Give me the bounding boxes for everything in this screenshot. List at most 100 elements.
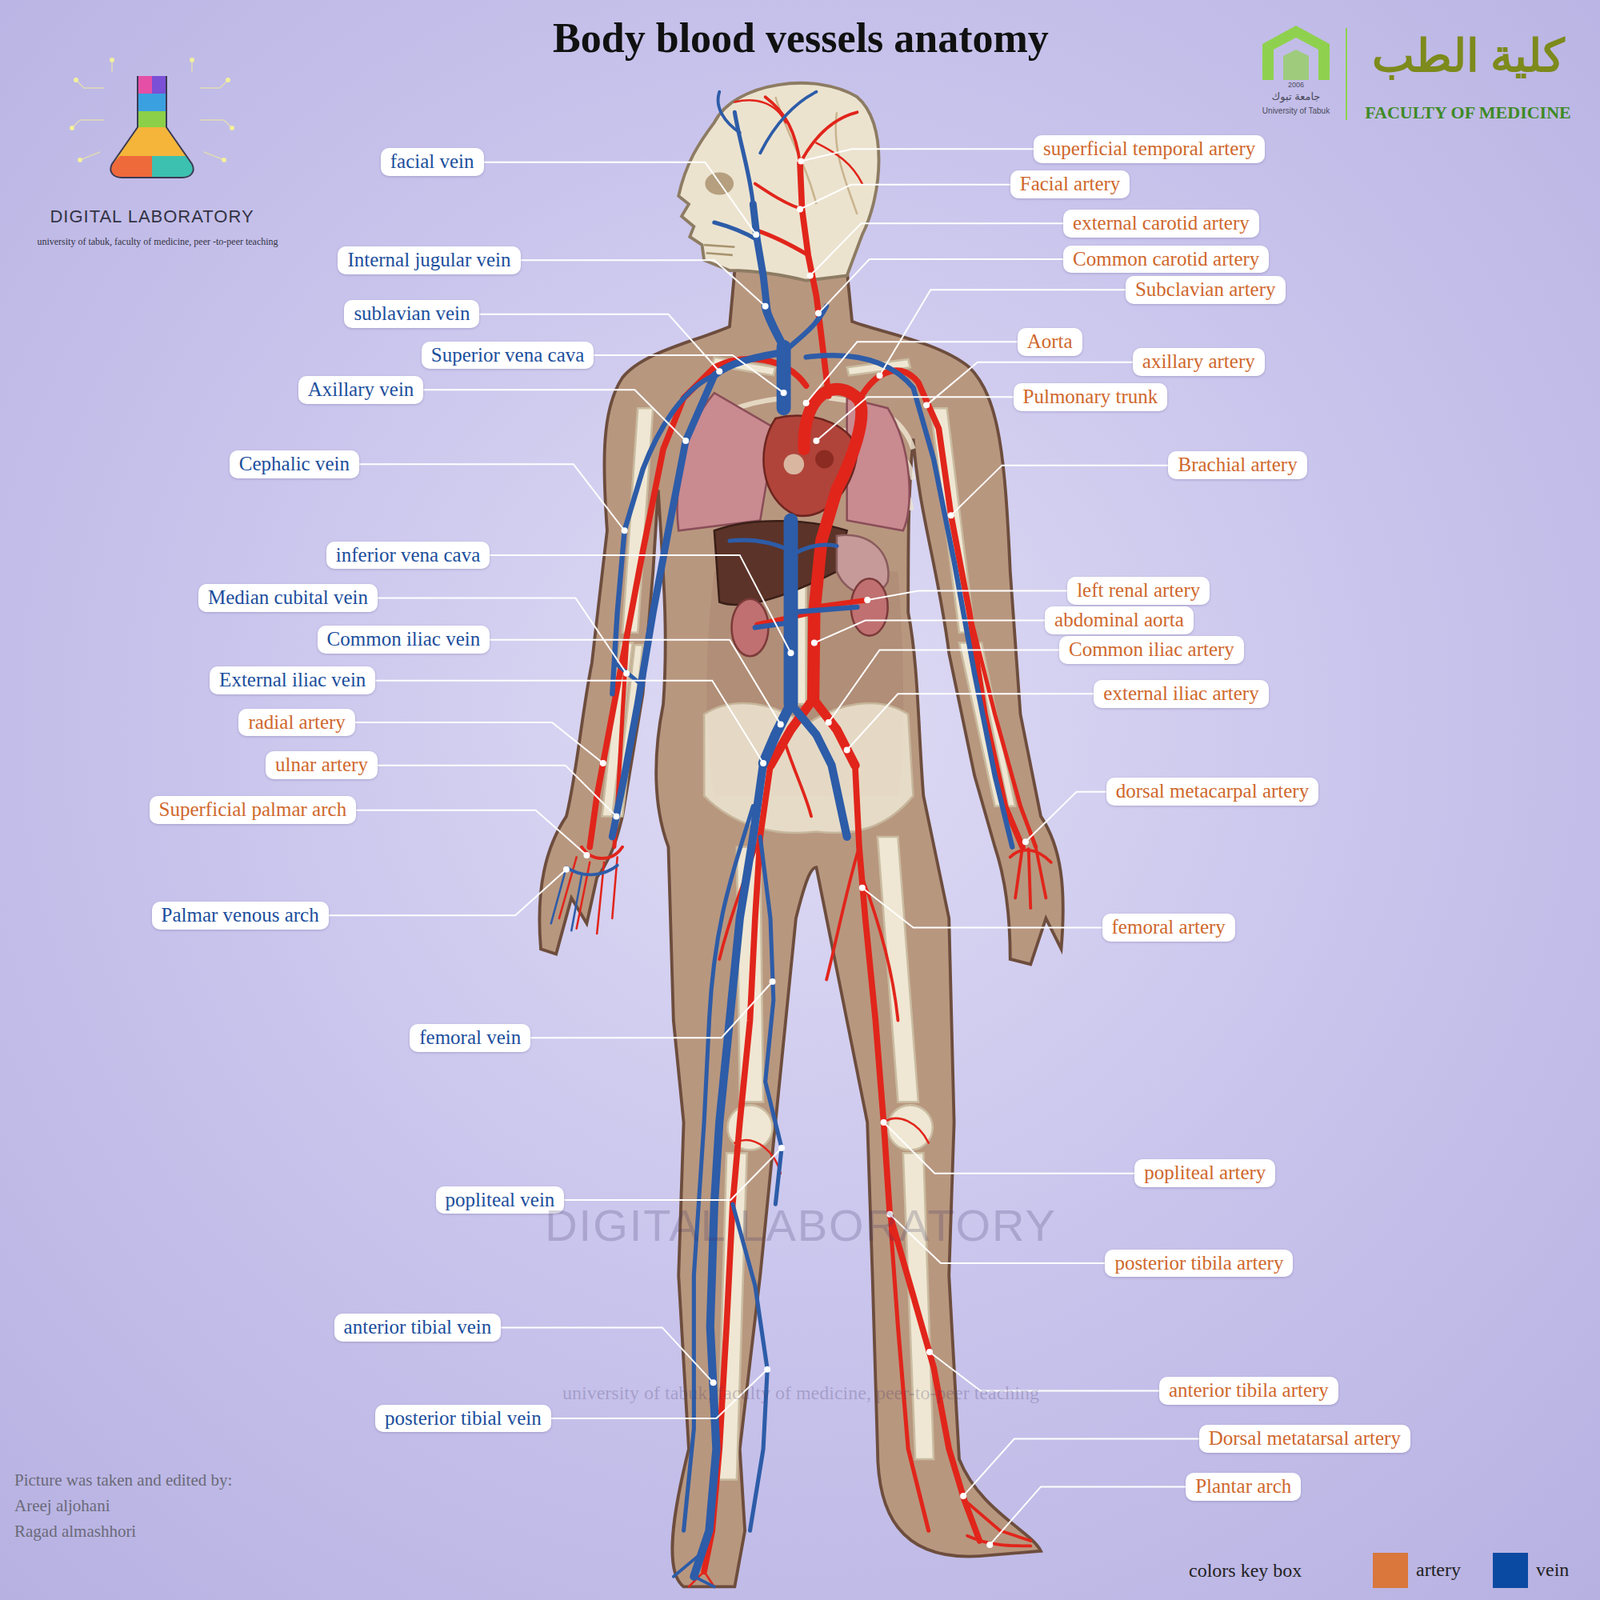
university-logo <box>1345 28 1348 120</box>
leader-dot <box>716 368 723 375</box>
organs <box>677 392 776 531</box>
skull <box>704 244 735 256</box>
flask-logo <box>77 157 83 163</box>
flask-logo <box>225 77 231 83</box>
leader-dot <box>812 437 820 444</box>
callout-label: anterior tibila artery <box>1159 1376 1339 1405</box>
callout-label: Median cubital vein <box>198 584 378 612</box>
flask-logo <box>110 76 193 178</box>
leader-dot <box>797 158 804 165</box>
flask-logo <box>137 76 152 94</box>
arteries <box>559 96 1052 1587</box>
callout-label: Superficial palmar arch <box>149 796 357 824</box>
leader-dot <box>825 719 832 726</box>
leader-line <box>816 396 1013 441</box>
flask-logo <box>73 77 79 83</box>
leader-line <box>800 184 1011 210</box>
leader-dot <box>960 1492 967 1500</box>
leader-line <box>800 148 1034 161</box>
flask-logo <box>69 125 75 131</box>
flask-logo <box>152 156 194 178</box>
label-text: External iliac vein <box>219 668 366 692</box>
university-name: University of Tabuk <box>1262 106 1330 116</box>
leader-dot <box>623 670 630 677</box>
leader-line <box>1025 792 1107 843</box>
veins <box>615 663 643 686</box>
leader-dot <box>583 852 590 859</box>
label-text: Subclavian artery <box>1135 278 1276 302</box>
leader-line <box>862 888 1103 928</box>
label-text: posterior tibial vein <box>384 1407 542 1431</box>
flask-logo <box>69 57 235 178</box>
credit-name: Areej aljohani <box>14 1496 111 1516</box>
callout-label: femoral artery <box>1102 913 1236 942</box>
legend-heading: colors key box <box>1188 1560 1302 1583</box>
leader-line <box>359 464 625 531</box>
arteries <box>800 112 857 164</box>
callout-label: Aorta <box>1017 328 1083 356</box>
veins <box>784 306 828 352</box>
leader-line <box>500 1327 713 1383</box>
arteries <box>756 230 808 256</box>
label-text: Cephalic vein <box>239 452 350 476</box>
leader-line <box>489 640 781 725</box>
founding-year: 2006 <box>1288 80 1304 89</box>
faculty-name-arabic: كلية الطب <box>1372 30 1565 82</box>
callout-label: Brachial artery <box>1168 451 1307 480</box>
leader-dot <box>811 640 818 647</box>
leader-line <box>828 650 1060 724</box>
leader-dot <box>778 1144 785 1152</box>
leader-dot <box>926 1348 933 1356</box>
callout-label: left renal artery <box>1067 576 1210 605</box>
label-text: dorsal metacarpal artery <box>1116 780 1310 804</box>
label-text: axillary artery <box>1142 350 1256 374</box>
callout-label: Pulmonary trunk <box>1013 383 1168 412</box>
leader-dot <box>780 389 788 396</box>
leader-line <box>520 260 766 306</box>
leader-dot <box>986 1541 993 1548</box>
label-text: Common iliac artery <box>1068 638 1235 662</box>
callout-label: posterior tibial vein <box>375 1404 552 1433</box>
veins <box>714 222 758 240</box>
label-text: Palmar venous arch <box>161 904 320 928</box>
skull <box>678 83 879 281</box>
legend-text: vein <box>1536 1559 1569 1582</box>
veins <box>551 867 582 931</box>
body-silhouette <box>539 270 1063 1587</box>
leader-dot <box>612 812 620 820</box>
veins <box>734 112 753 204</box>
label-text: Facial artery <box>1020 172 1121 196</box>
leader-dot <box>864 596 871 604</box>
veins <box>612 352 784 837</box>
callout-label: Common iliac vein <box>317 625 491 654</box>
legend-text: artery <box>1416 1559 1461 1582</box>
leader-line <box>530 981 772 1038</box>
veins <box>763 704 791 764</box>
label-text: Common iliac vein <box>327 628 481 652</box>
leader-line <box>818 259 1064 314</box>
leader-dot <box>876 372 883 379</box>
leader-dot <box>788 649 795 656</box>
callout-label: external iliac artery <box>1093 680 1268 708</box>
label-text: inferior vena cava <box>336 544 480 568</box>
label-text: abdominal aorta <box>1054 608 1184 632</box>
label-text: sublavian vein <box>353 302 470 326</box>
leader-dot <box>563 866 570 873</box>
callout-label: ulnar artery <box>265 751 378 780</box>
logo-text: DIGITAL LABORATORY <box>49 206 254 227</box>
veins <box>791 704 848 837</box>
leader-dot <box>621 527 628 534</box>
callout-label: Axillary vein <box>298 376 424 404</box>
leader-line <box>489 555 791 653</box>
label-text: ulnar artery <box>275 753 368 777</box>
veins <box>612 375 715 694</box>
label-text: Common carotid artery <box>1072 248 1260 272</box>
label-text: Superior vena cava <box>431 344 585 368</box>
legend-swatch <box>1372 1552 1408 1588</box>
university-logo <box>1262 25 1347 120</box>
arteries <box>964 1500 1031 1546</box>
label-text: femoral artery <box>1112 916 1226 940</box>
callout-label: Subclavian artery <box>1125 276 1286 304</box>
label-text: popliteal vein <box>445 1188 556 1212</box>
